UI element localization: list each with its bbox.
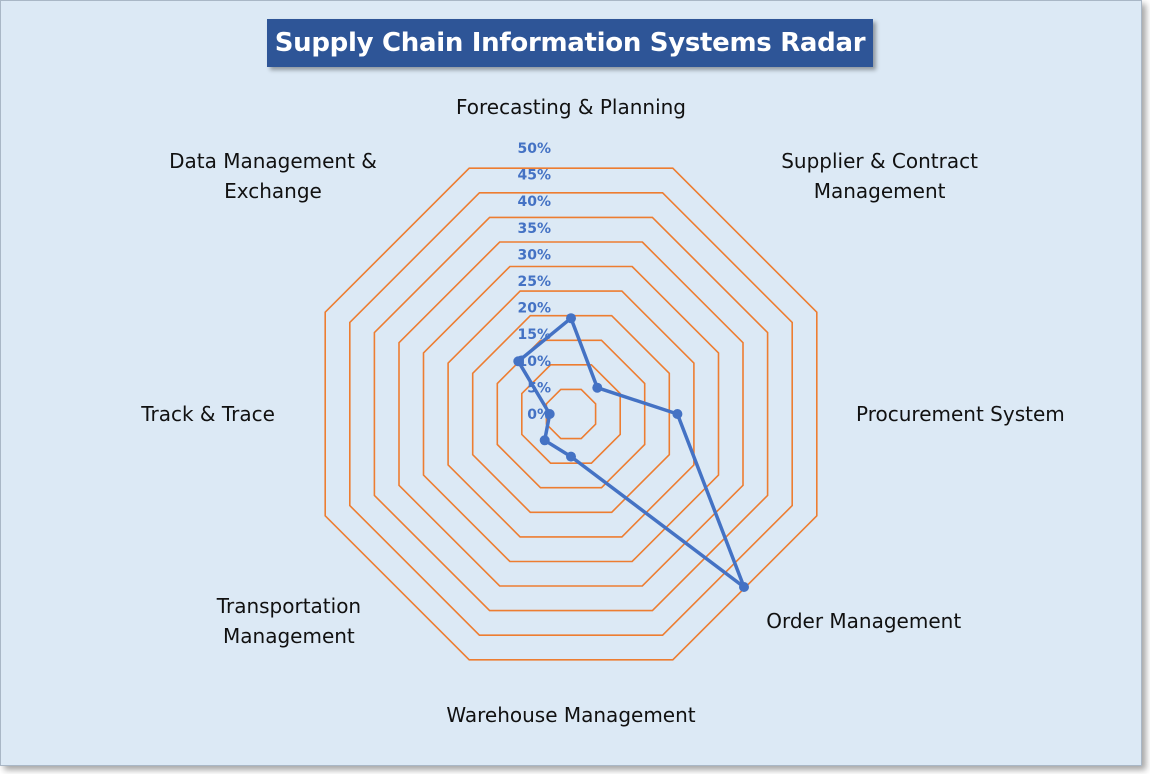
data-point: [566, 313, 576, 324]
grid-ring-1: [545, 388, 597, 440]
category-label: Track & Trace: [140, 402, 275, 426]
chart-title: Supply Chain Information Systems Radar: [274, 28, 866, 58]
grid-ring-5: [447, 290, 695, 538]
data-point: [544, 409, 555, 419]
category-label: Warehouse Management: [446, 703, 695, 727]
radar-grid: [324, 167, 818, 661]
data-point: [592, 382, 603, 393]
data-point: [566, 451, 576, 462]
data-point: [513, 356, 524, 367]
radar-chart: 0%5%10%15%20%25%30%35%40%45%50% Forecast…: [140, 95, 1065, 727]
category-label-line: Management: [814, 179, 946, 203]
tick-label: 0%: [527, 407, 551, 423]
category-label-line: Data Management &: [169, 149, 377, 173]
tick-label: 45%: [517, 168, 551, 184]
grid-ring-7: [398, 241, 744, 587]
category-label-line: Track & Trace: [140, 402, 275, 426]
category-label-line: Transportation: [216, 594, 361, 618]
tick-label: 50%: [517, 141, 551, 157]
data-point: [739, 582, 749, 592]
category-label: Forecasting & Planning: [456, 95, 686, 119]
grid-ring-10: [324, 167, 818, 661]
tick-label: 30%: [517, 247, 551, 263]
tick-label: 35%: [517, 221, 551, 237]
tick-label: 10%: [517, 354, 551, 370]
category-label-line: Order Management: [766, 609, 961, 633]
category-label: Order Management: [766, 609, 961, 633]
grid-ring-9: [348, 192, 794, 637]
category-label-line: Warehouse Management: [446, 703, 695, 727]
tick-label: 25%: [517, 274, 551, 290]
chart-title-box: Supply Chain Information Systems Radar: [267, 19, 873, 67]
category-label-line: Forecasting & Planning: [456, 95, 686, 119]
grid-ring-4: [471, 314, 671, 514]
series-line: [516, 316, 746, 589]
radar-series: [513, 313, 749, 592]
tick-label: 40%: [517, 194, 551, 210]
category-label-line: Supplier & Contract: [781, 149, 978, 173]
grid-ring-2: [520, 363, 622, 465]
category-label: Data Management & Exchange: [169, 149, 377, 203]
tick-label: 20%: [517, 301, 551, 317]
grid-ring-6: [422, 265, 720, 563]
category-label-line: Management: [223, 624, 355, 648]
data-point: [672, 409, 683, 419]
data-point: [539, 435, 550, 446]
category-label: Procurement System: [856, 402, 1065, 426]
category-label-line: Exchange: [224, 179, 322, 203]
category-label-line: Procurement System: [856, 402, 1065, 426]
radial-tick-labels: 0%5%10%15%20%25%30%35%40%45%50%: [517, 141, 551, 423]
grid-ring-8: [373, 216, 769, 612]
